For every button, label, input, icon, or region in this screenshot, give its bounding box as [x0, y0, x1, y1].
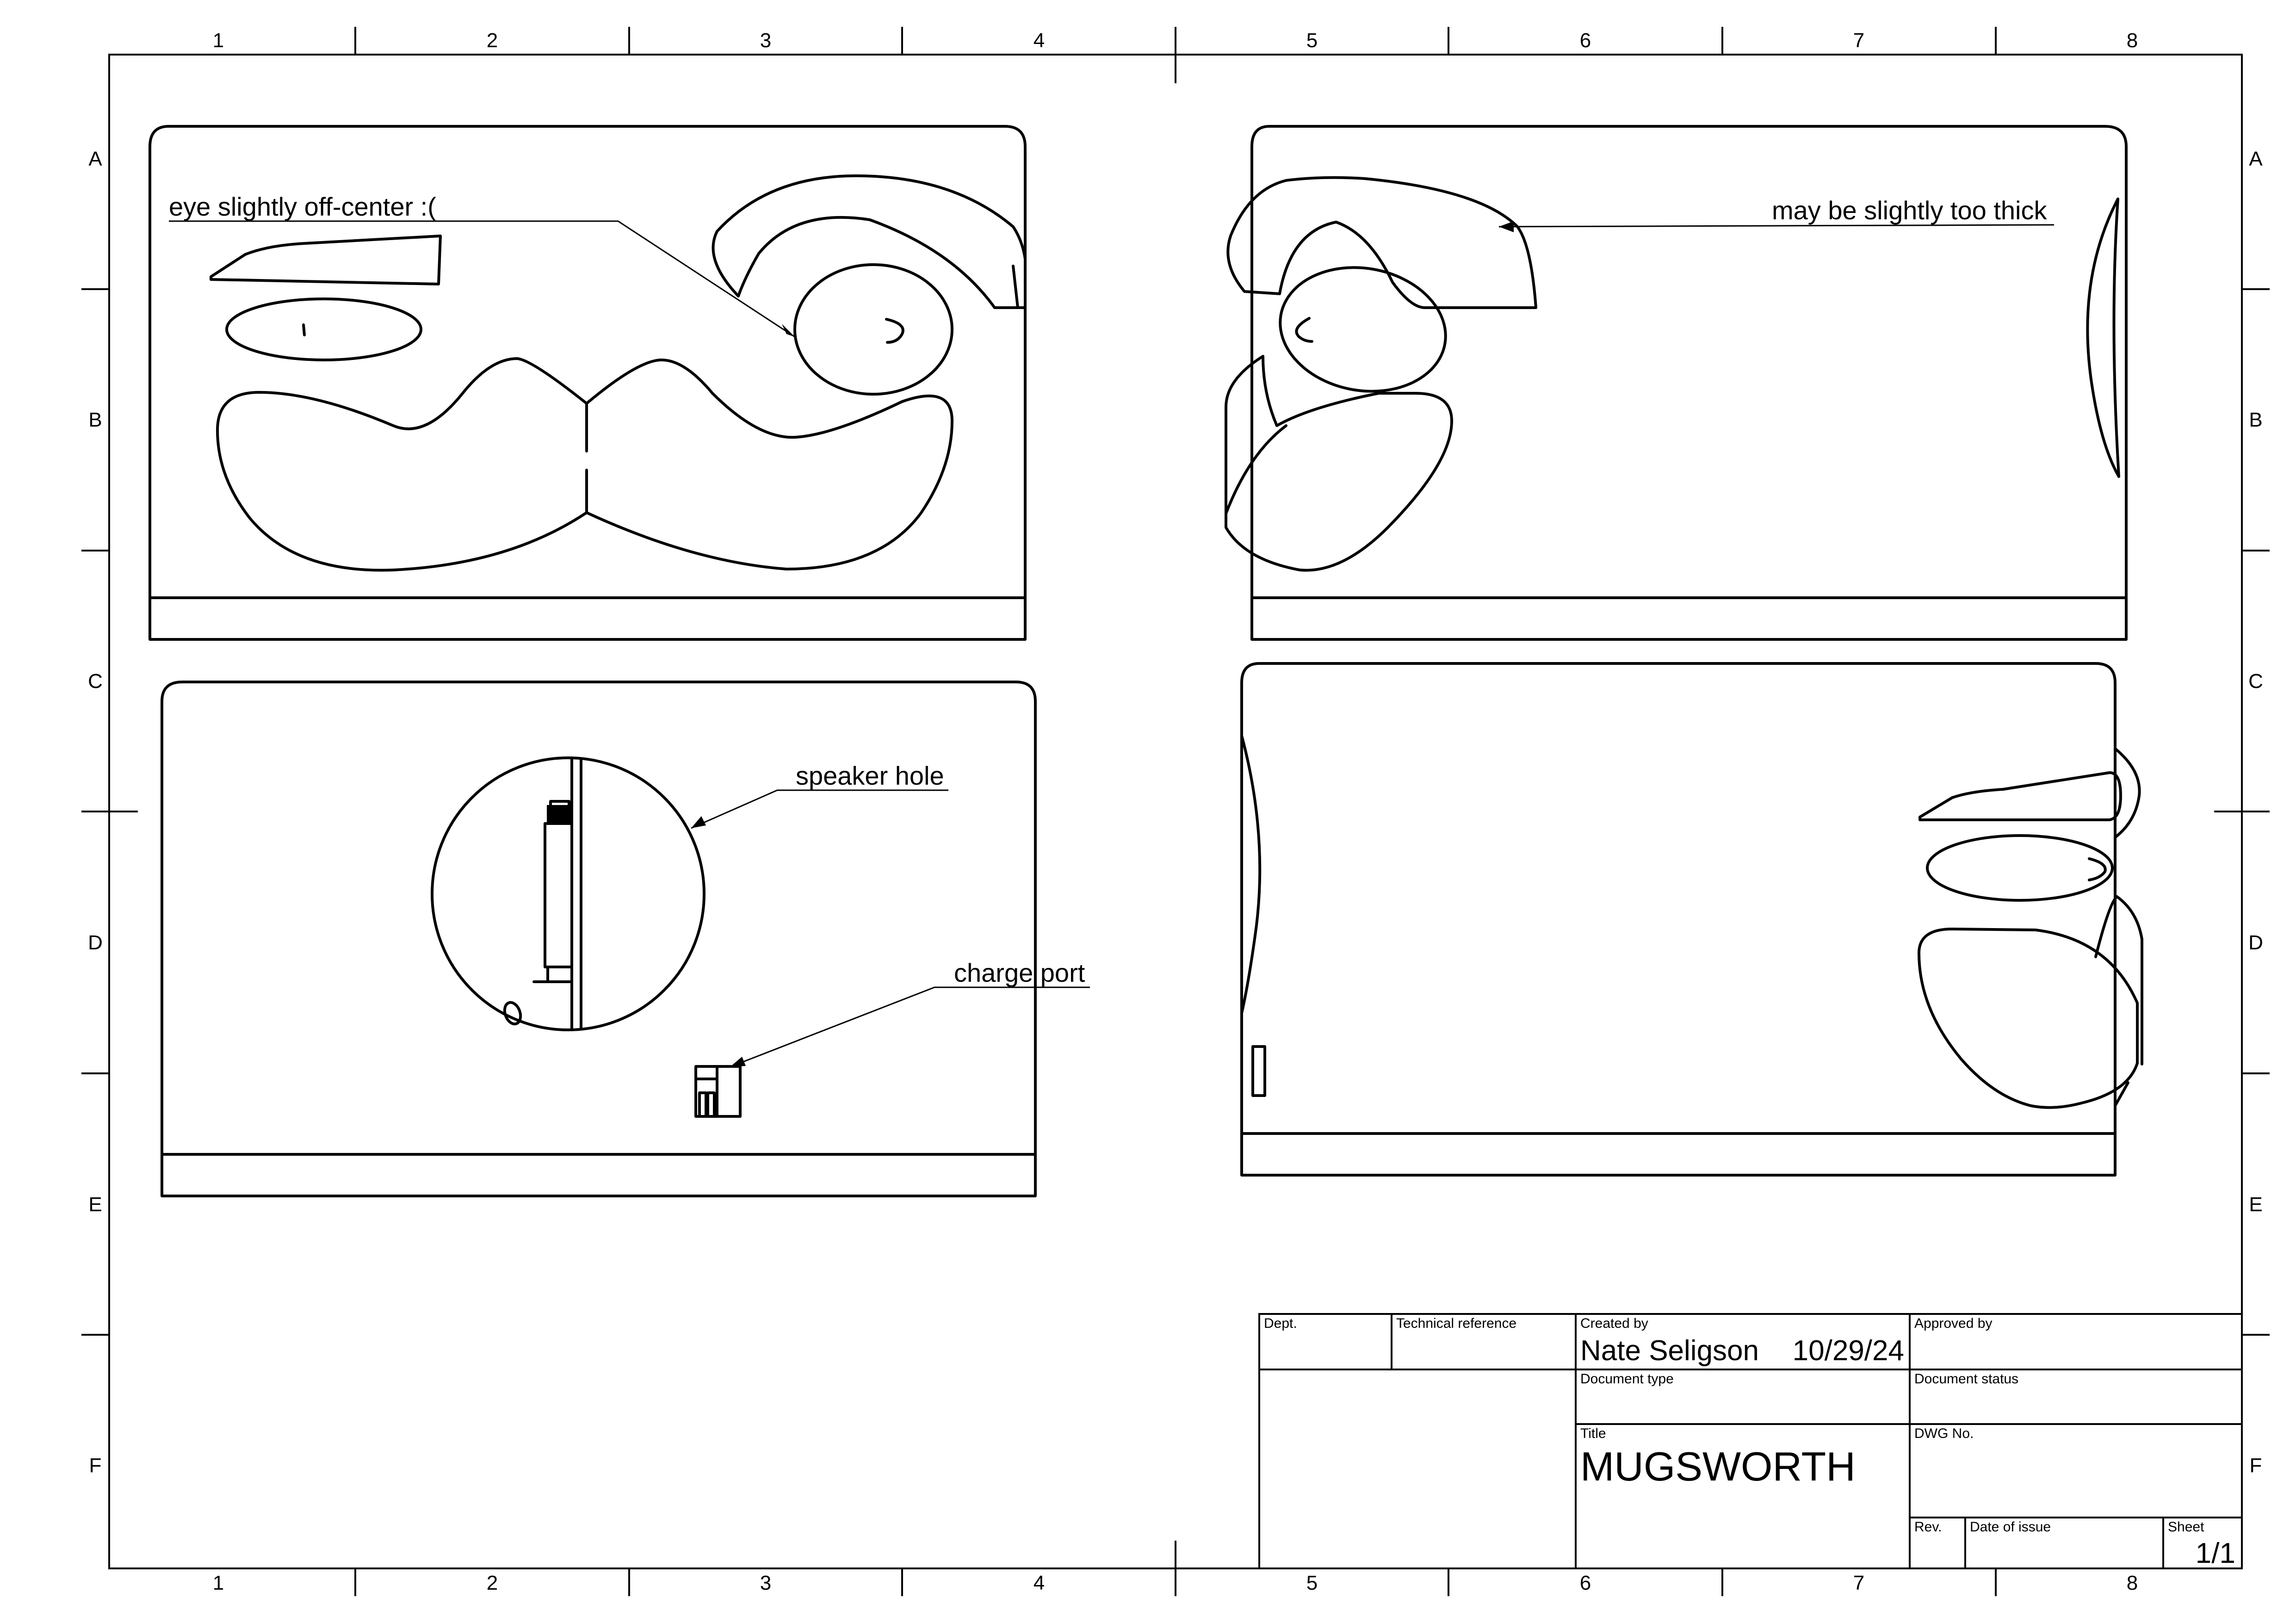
speaker-hole-detail	[431, 756, 706, 1031]
zone-labels-left: A B C D E F	[88, 148, 103, 1477]
zone-labels-right: A B C D E F	[2248, 148, 2263, 1477]
dept-label: Dept.	[1264, 1316, 1297, 1331]
document-type-label: Document type	[1580, 1371, 1674, 1387]
speaker-detail-parts	[503, 756, 582, 1031]
drawing-border	[108, 54, 2243, 1569]
back-view	[161, 681, 1037, 1197]
zone-col-6: 6	[1580, 29, 1591, 52]
zone-col-5: 5	[1306, 29, 1318, 52]
zone-col-2: 2	[487, 29, 498, 52]
rev-label: Rev.	[1914, 1519, 1942, 1535]
created-by-label: Created by	[1580, 1316, 1648, 1331]
drawing-title: MUGSWORTH	[1580, 1443, 1856, 1489]
zone-row-a: A	[2249, 148, 2263, 170]
charge-annotation: charge port	[730, 958, 1090, 1068]
side-view-left	[1240, 662, 2143, 1177]
charge-port	[694, 1065, 742, 1118]
zone-col-5: 5	[1306, 1572, 1318, 1594]
side-eye	[1279, 266, 1447, 393]
zone-col-7: 7	[1853, 1572, 1864, 1594]
zone-row-a: A	[88, 148, 102, 170]
date-of-issue-label: Date of issue	[1970, 1519, 2051, 1535]
speaker-annotation: speaker hole	[691, 761, 948, 829]
document-status-label: Document status	[1914, 1371, 2018, 1387]
zone-row-c: C	[88, 670, 103, 693]
created-by-name: Nate Seligson	[1580, 1335, 1759, 1367]
side-eyebrow	[1226, 176, 1537, 309]
side-view-right	[1225, 125, 2128, 641]
techref-label: Technical reference	[1396, 1316, 1516, 1331]
sheet-number: 1/1	[2196, 1537, 2235, 1569]
side-eyebrow-left	[1918, 771, 2122, 821]
zone-row-e: E	[88, 1193, 102, 1216]
charge-annotation-text: charge port	[954, 958, 1085, 987]
zone-col-3: 3	[760, 29, 771, 52]
zone-row-f: F	[2250, 1454, 2262, 1477]
zone-col-6: 6	[1580, 1572, 1591, 1594]
eye-annotation-text: eye slightly off-center :(	[169, 192, 436, 221]
created-date: 10/29/24	[1793, 1335, 1904, 1367]
zone-row-b: B	[88, 409, 102, 431]
left-eye	[225, 297, 422, 361]
zone-col-1: 1	[213, 1572, 224, 1594]
title-label: Title	[1580, 1426, 1606, 1441]
left-eyebrow	[210, 235, 442, 285]
eye-annotation: eye slightly off-center :(	[169, 192, 795, 338]
thick-annotation-text: may be slightly too thick	[1772, 196, 2047, 225]
zone-col-2: 2	[487, 1572, 498, 1594]
front-view	[149, 125, 1027, 641]
zone-row-b: B	[2249, 409, 2262, 431]
title-block: Dept. Technical reference Created by Nat…	[1258, 1313, 2243, 1569]
zone-row-d: D	[2248, 931, 2263, 954]
sheet-label: Sheet	[2168, 1519, 2204, 1535]
speaker-annotation-text: speaker hole	[796, 761, 944, 790]
zone-col-3: 3	[760, 1572, 771, 1594]
right-eyebrow	[712, 174, 1027, 309]
zone-ticks	[81, 27, 2270, 1596]
thick-annotation: may be slightly too thick	[1498, 196, 2055, 232]
side-eye-left	[1926, 834, 2114, 902]
zone-labels-bottom: 1 2 3 4 5 6 7 8	[213, 1572, 2138, 1594]
dwg-no-label: DWG No.	[1914, 1426, 1974, 1441]
approved-by-label: Approved by	[1914, 1316, 1992, 1331]
zone-col-8: 8	[2127, 1572, 2138, 1594]
zone-row-f: F	[89, 1454, 102, 1477]
zone-row-d: D	[88, 931, 103, 954]
zone-col-8: 8	[2127, 29, 2138, 52]
zone-row-c: C	[2248, 670, 2263, 693]
zone-col-7: 7	[1853, 29, 1864, 52]
zone-labels-top: 1 2 3 4 5 6 7 8	[213, 29, 2138, 52]
zone-col-4: 4	[1034, 29, 1045, 52]
zone-col-1: 1	[213, 29, 224, 52]
right-eye	[793, 263, 953, 396]
mustache	[216, 357, 953, 572]
zone-col-4: 4	[1034, 1572, 1045, 1594]
zone-row-e: E	[2249, 1193, 2262, 1216]
